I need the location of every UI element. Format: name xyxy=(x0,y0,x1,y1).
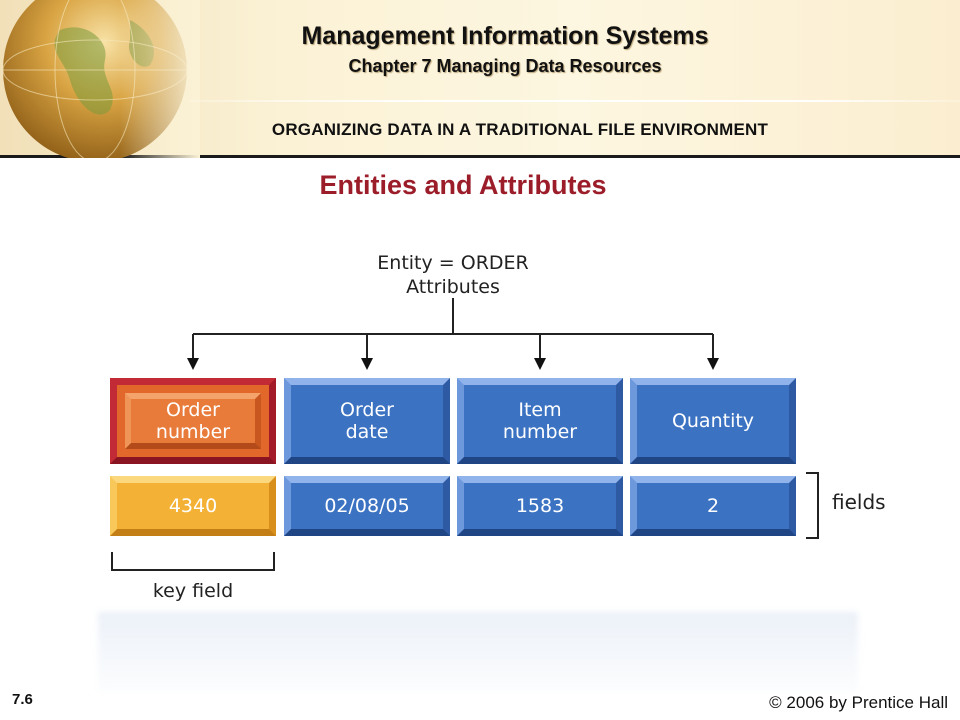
arrow-down-icon xyxy=(534,358,546,370)
slide-header: Management Information Systems Chapter 7… xyxy=(0,0,960,158)
section-heading: ORGANIZING DATA IN A TRADITIONAL FILE EN… xyxy=(271,120,769,139)
key-field-label: key field xyxy=(152,580,234,602)
fields-bracket xyxy=(806,472,819,539)
slide-number: 7.6 xyxy=(12,691,33,708)
arrow-down-icon xyxy=(361,358,373,370)
globe-icon xyxy=(0,0,200,158)
slide-title: Entities and Attributes xyxy=(319,170,607,200)
chapter-subtitle: Chapter 7 Managing Data Resources xyxy=(348,56,662,76)
value-box-order-date: 02/08/05 xyxy=(284,476,450,536)
decorative-fade xyxy=(98,612,858,692)
copyright-notice: © 2006 by Prentice Hall xyxy=(769,693,948,712)
value-box-order-number: 4340 xyxy=(110,476,276,536)
header-divider xyxy=(190,100,960,102)
attribute-box-order-number: Order number xyxy=(110,378,276,464)
arrow-down-icon xyxy=(707,358,719,370)
arrow-down-icon xyxy=(187,358,199,370)
course-title: Management Information Systems xyxy=(301,22,709,50)
fields-label: fields xyxy=(832,490,886,514)
entity-label: Entity = ORDER xyxy=(377,252,529,274)
key-field-bracket xyxy=(111,552,275,571)
value-box-quantity: 2 xyxy=(630,476,796,536)
attributes-label: Attributes xyxy=(406,276,500,298)
attribute-box-quantity: Quantity xyxy=(630,378,796,464)
attribute-box-item-number: Item number xyxy=(457,378,623,464)
value-box-item-number: 1583 xyxy=(457,476,623,536)
attribute-box-order-date: Order date xyxy=(284,378,450,464)
